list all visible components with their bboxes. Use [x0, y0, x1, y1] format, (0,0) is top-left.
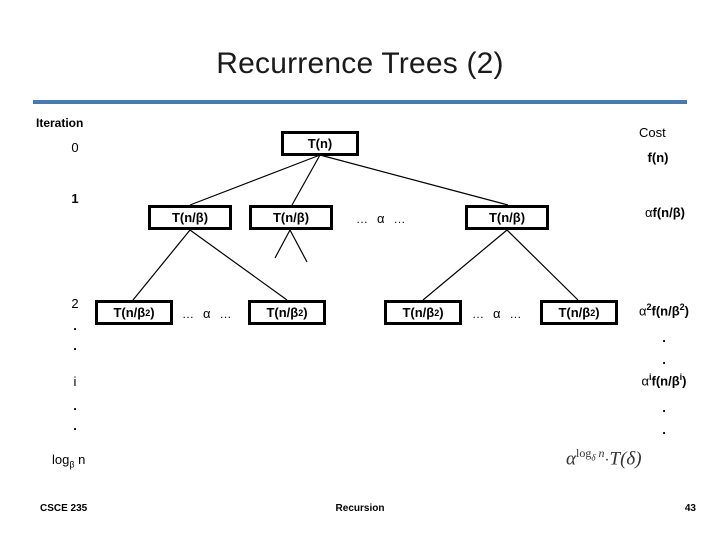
tree-node-level1-1[interactable]: T(n/β) [148, 205, 232, 230]
alpha-symbol: α [493, 306, 501, 321]
formula-exponent: logδ n [575, 446, 605, 463]
node-exponent: 2 [145, 307, 151, 318]
formula-log: log [575, 446, 592, 460]
node-exponent: 2 [590, 307, 596, 318]
iteration-level-2: 2 [71, 296, 79, 311]
alpha-symbol: α [641, 373, 649, 389]
log-text: log [52, 452, 70, 467]
level2-ellipsis-group-left: … α … [182, 306, 232, 321]
log-arg: n [74, 452, 86, 467]
footer-course: CSCE 235 [40, 503, 88, 514]
cost-expression: f(n/β) [652, 205, 685, 220]
formula-cdot: · [604, 452, 610, 469]
page-title: Recurrence Trees (2) [216, 47, 504, 80]
node-label-tail: ) [303, 305, 308, 320]
cost-dot-2: . [662, 352, 666, 367]
ellipsis-right: … [509, 306, 522, 321]
alpha-exponent: 2 [646, 302, 652, 312]
tree-node-level1-3[interactable]: T(n/β) [465, 205, 549, 230]
iteration-final-label: logβ n [52, 452, 85, 470]
node-label: T(n/β [266, 305, 299, 320]
alpha-symbol: α [645, 205, 653, 220]
node-exponent: 2 [434, 307, 440, 318]
cost-row-0: f(n) [647, 150, 669, 165]
level2-ellipsis-group-right: … α … [472, 306, 522, 321]
footer-topic: Recursion [335, 503, 385, 514]
node-label-tail: ) [150, 305, 155, 320]
beta-exponent: 2 [679, 302, 685, 312]
formula-base: α [566, 448, 576, 470]
cost-column-header: Cost [639, 125, 666, 140]
cost-dot-1: . [662, 330, 666, 345]
iteration-dot-1: . [73, 318, 77, 333]
cost-dot-4: . [662, 422, 666, 437]
cost-expression-tail: ) [682, 373, 687, 389]
iteration-level-0: 0 [71, 140, 79, 155]
formula-log-base: δ [591, 452, 596, 463]
log-base: β [69, 459, 75, 470]
node-label-tail: ) [595, 305, 600, 320]
level1-ellipsis-group: … α … [356, 211, 406, 226]
ellipsis-left: … [182, 306, 194, 321]
cost-row-2: α2f(n/β2) [612, 302, 716, 318]
alpha-symbol: α [377, 211, 385, 226]
ellipsis-left: … [356, 211, 368, 226]
cost-dot-3: . [662, 400, 666, 415]
tree-node-level1-2[interactable]: T(n/β) [249, 205, 333, 230]
alpha-symbol: α [203, 306, 211, 321]
title-divider [33, 100, 687, 104]
ellipsis-left: … [472, 306, 484, 321]
node-exponent: 2 [298, 307, 304, 318]
ellipsis-right: … [393, 211, 406, 226]
ellipsis-right: … [219, 306, 232, 321]
node-label: T(n/β [113, 305, 146, 320]
iteration-level-1: 1 [71, 191, 79, 206]
cost-expression-tail: ) [684, 303, 690, 319]
formula-log-arg: n [598, 446, 605, 460]
iteration-dot-2: . [73, 338, 77, 353]
iteration-dot-3: . [73, 398, 77, 413]
node-label: T(n/β [558, 305, 591, 320]
final-cost-formula: αlogδ n·T(δ) [566, 446, 642, 470]
cost-expression: f(n/β [651, 373, 680, 389]
node-label: T(n/β [402, 305, 435, 320]
iteration-column-header: Iteration [36, 116, 84, 130]
footer-page-number: 43 [684, 503, 696, 514]
iteration-dot-4: . [73, 418, 77, 433]
cost-expression: f(n/β [651, 303, 680, 319]
formula-tail: T(δ) [609, 448, 642, 470]
iteration-level-i: i [73, 374, 77, 389]
tree-node-root[interactable]: T(n) [281, 131, 359, 156]
cost-row-i: αif(n/βi) [612, 372, 716, 388]
alpha-symbol: α [638, 303, 647, 319]
alpha-exponent: i [648, 372, 652, 382]
beta-exponent: i [679, 372, 683, 382]
node-label-tail: ) [439, 305, 444, 320]
cost-row-1: αf(n/β) [620, 205, 710, 220]
